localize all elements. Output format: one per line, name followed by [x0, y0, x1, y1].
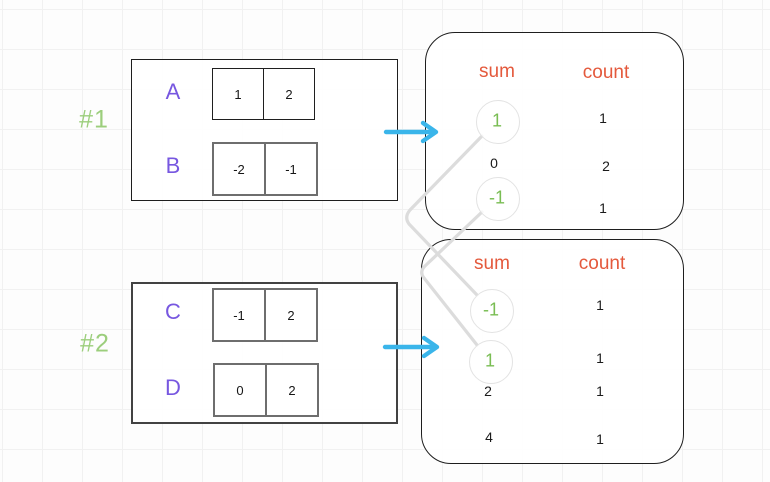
table1-count-value: 2	[602, 158, 610, 174]
result-table-1-box	[425, 32, 684, 230]
array-a-cells: 1 2	[212, 68, 315, 120]
table2-sum-value: 1	[484, 350, 496, 371]
table2-count-value: 1	[596, 431, 604, 447]
table2-sum-value: -1	[482, 299, 500, 320]
array-b-cells: -2 -1	[212, 142, 318, 196]
array-cell: -2	[233, 161, 245, 177]
table2-count-header: count	[578, 253, 626, 274]
array-d-cells: 0 2	[213, 363, 319, 417]
table2-count-value: 1	[596, 297, 604, 313]
array-cell: 2	[264, 290, 316, 340]
array-label-c: C	[165, 299, 181, 324]
array-label-a: A	[165, 79, 181, 104]
table1-count-header: count	[582, 62, 630, 83]
table1-sum-value: 1	[491, 110, 503, 131]
array-cell: -1	[264, 144, 316, 194]
table2-sum-value: 2	[484, 383, 492, 399]
array-cell: 2	[263, 69, 314, 119]
array-cell: 2	[265, 365, 317, 415]
table1-sum-value: -1	[488, 187, 506, 208]
table1-count-value: 1	[599, 200, 607, 216]
array-label-d: D	[165, 375, 181, 400]
table2-sum-header: sum	[474, 253, 510, 274]
array-cell: 1	[234, 86, 242, 102]
highlight-circle	[469, 340, 513, 384]
result-table-2-box	[421, 239, 684, 464]
table1-sum-value: 0	[490, 155, 498, 171]
array-c-cells: -1 2	[212, 288, 318, 342]
table1-count-value: 1	[599, 110, 607, 126]
highlight-circle	[476, 100, 520, 144]
example1-tag: #1	[79, 105, 109, 134]
array-cell: 0	[236, 382, 244, 398]
table2-sum-value: 4	[485, 429, 493, 445]
table2-count-value: 1	[596, 383, 604, 399]
table1-sum-header: sum	[479, 61, 515, 82]
array-label-b: B	[165, 153, 181, 178]
example2-tag: #2	[80, 329, 110, 358]
table2-count-value: 1	[596, 350, 604, 366]
array-cell: -1	[233, 307, 245, 323]
